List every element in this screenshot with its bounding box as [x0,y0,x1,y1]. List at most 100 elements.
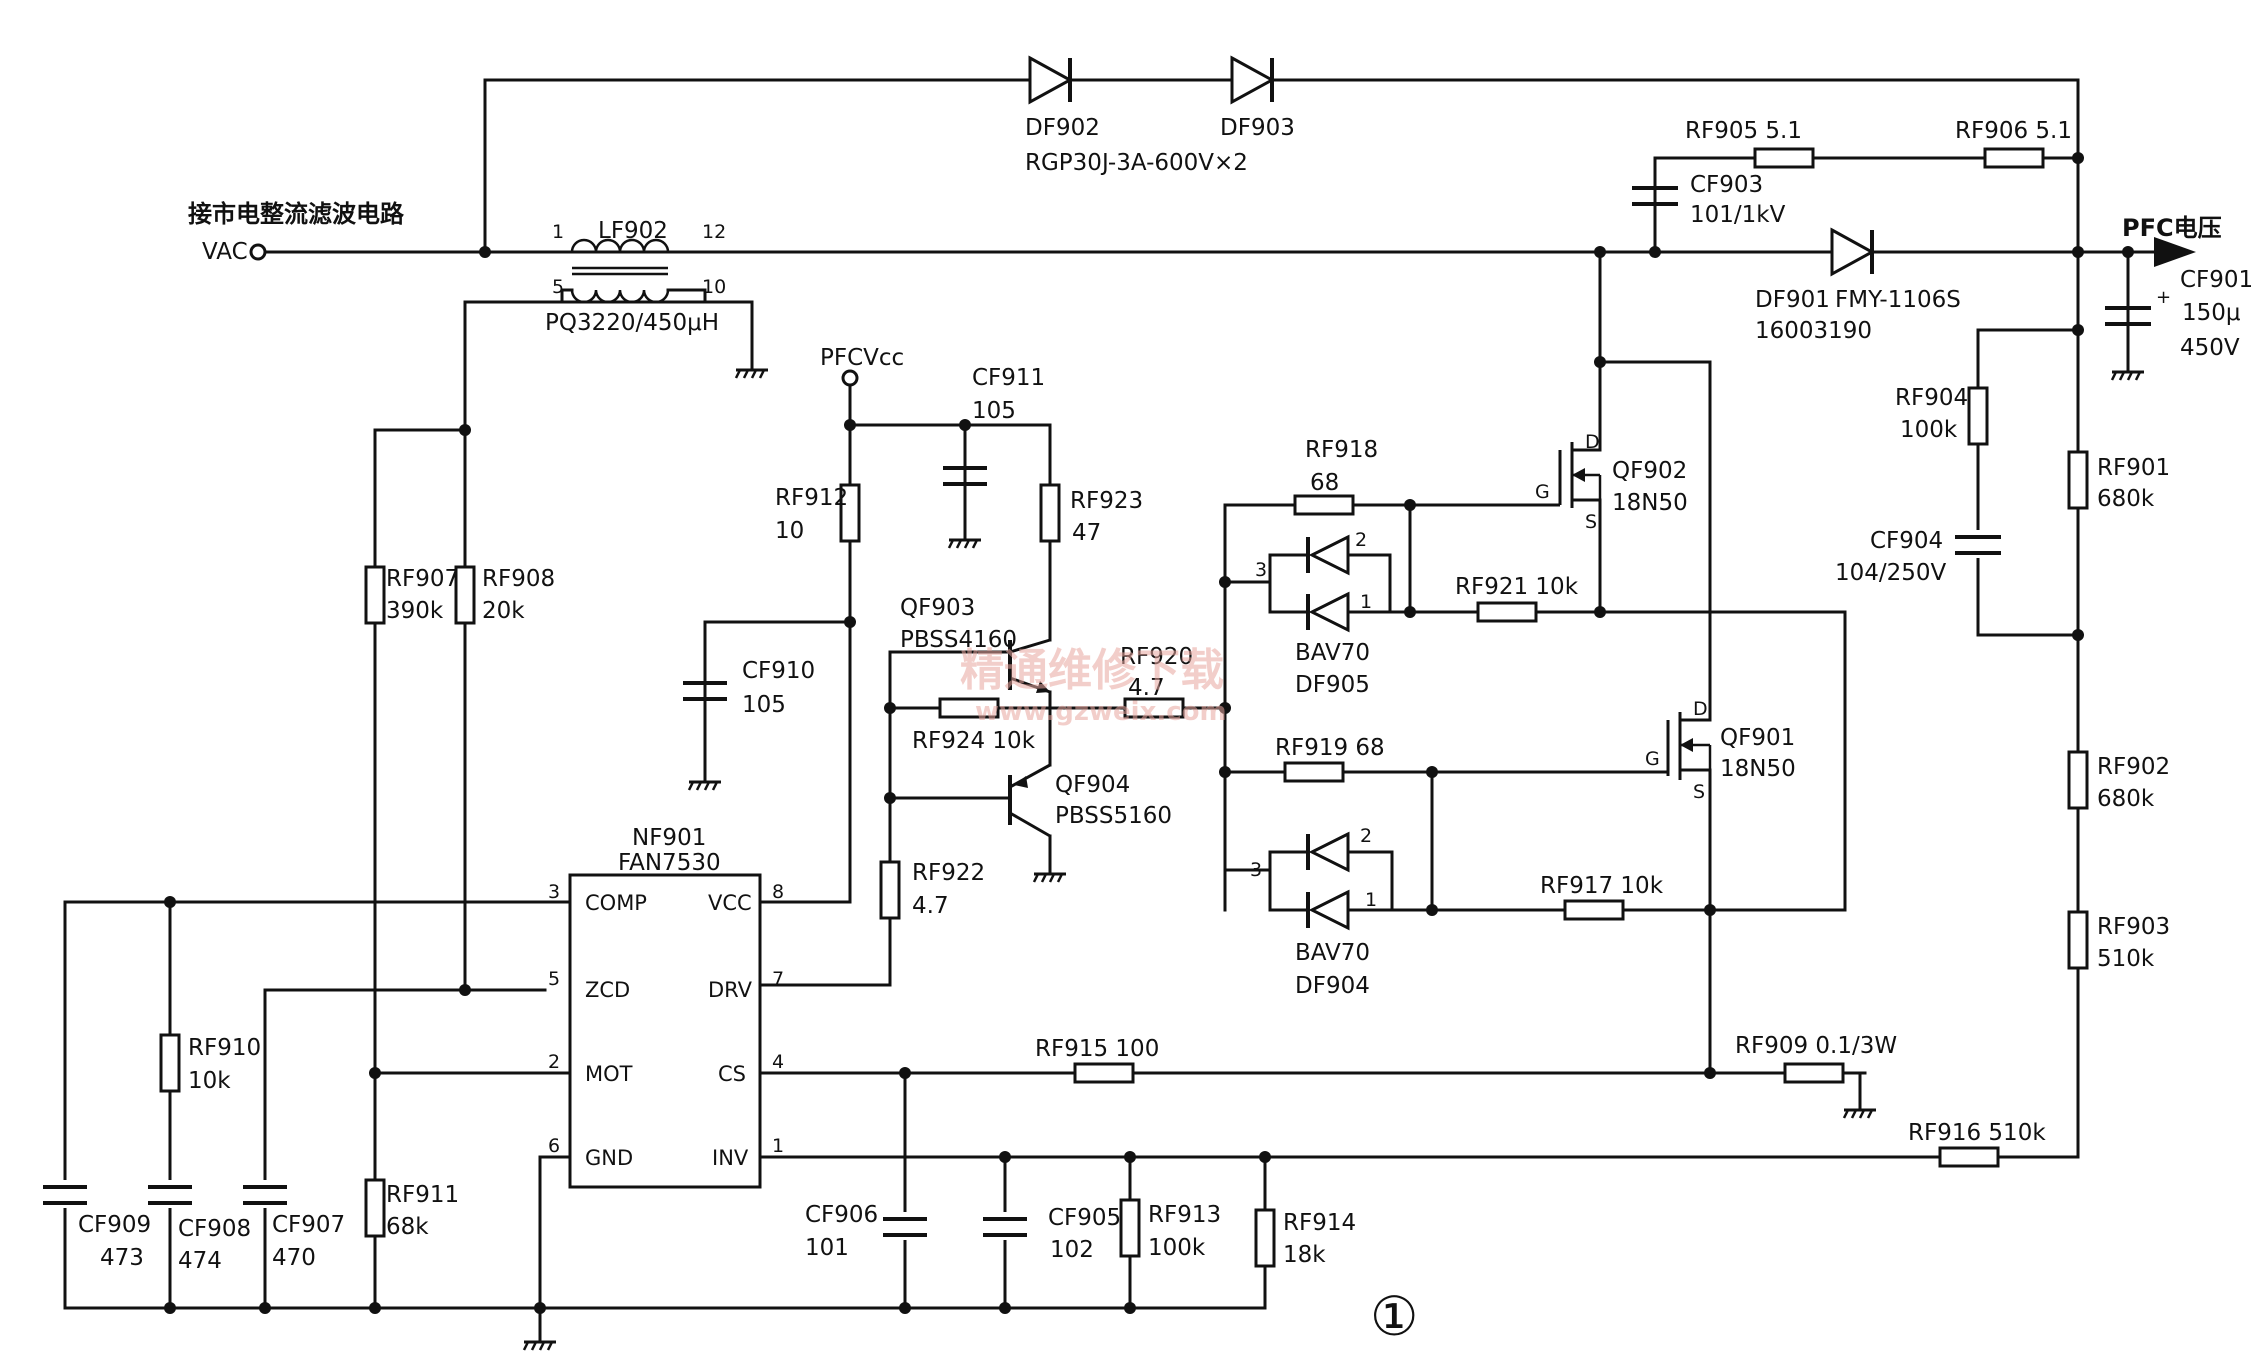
ground-symbol [2110,370,2146,382]
rf902-value: 680k [2097,786,2155,812]
df901-code: 16003190 [1755,318,1872,344]
rf923-value: 47 [1072,520,1101,546]
capacitor-cf905 [983,1212,1027,1240]
rf911-label: RF911 [386,1182,459,1208]
df901-label: DF901 [1755,287,1830,313]
cf906-value: 101 [805,1235,849,1261]
cf907-value: 470 [272,1245,316,1271]
qf902-source-label: S [1585,511,1597,533]
resistor-rf915 [1073,1062,1135,1084]
qf904-label: QF904 [1055,772,1130,798]
diode-df903 [1230,55,1276,105]
resistor-rf921 [1476,601,1538,623]
resistor-rf917 [1563,899,1625,921]
rf909-label: RF909 0.1/3W [1735,1033,1897,1059]
ic-nf901 [568,873,762,1189]
ic-pin-cs: CS [718,1062,746,1086]
ic-pin-number: 8 [772,881,784,903]
df901-part: FMY-1106S [1835,287,1961,313]
rf911-value: 68k [386,1214,429,1240]
junctions [164,152,2134,1314]
ic-pin-number: 1 [772,1135,784,1157]
capacitor-cf906 [883,1212,927,1240]
resistor-rf911 [364,1178,386,1238]
capacitor-cf910 [683,681,727,701]
cf903-value: 101/1kV [1690,202,1786,228]
df905-part: BAV70 [1295,640,1370,666]
ground-symbol [522,1340,558,1352]
capacitor-cf908 [148,1180,192,1208]
resistor-rf923 [1039,483,1061,543]
qf901-label: QF901 [1720,725,1795,751]
rf907-label: RF907 [386,566,459,592]
mains-input-title: 接市电整流滤波电路 [188,200,405,228]
ground-symbol [947,538,983,550]
ic-pin-zcd: ZCD [585,978,630,1002]
inductor-lf902 [560,238,707,304]
rf914-label: RF914 [1283,1210,1356,1236]
ic-ref-label: NF901 [632,825,706,851]
rf916-label: RF916 510k [1908,1120,2046,1146]
df904-pin3: 3 [1250,859,1262,881]
rf921-label: RF921 10k [1455,574,1579,600]
qf901-part: 18N50 [1720,756,1796,782]
resistor-rf903 [2067,910,2089,970]
resistor-rf904 [1967,386,1989,446]
ic-pin-inv: INV [712,1146,749,1170]
df904-pin1: 1 [1365,889,1377,911]
cf910-value: 105 [742,692,786,718]
qf904-part: PBSS5160 [1055,803,1172,829]
qf902-label: QF902 [1612,458,1687,484]
resistor-rf906 [1983,147,2045,169]
rf915-label: RF915 100 [1035,1036,1159,1062]
resistor-rf913 [1119,1198,1141,1258]
ic-pin-number: 4 [772,1051,784,1073]
lf902-pin1: 1 [552,221,564,243]
resistor-rf916 [1938,1146,2000,1168]
cf904-label: CF904 [1870,528,1943,554]
lf902-pin5: 5 [552,276,564,298]
cf905-value: 102 [1050,1237,1094,1263]
rf922-value: 4.7 [912,893,949,919]
transistor-qf904 [1008,763,1051,838]
df905-pin2: 2 [1355,529,1367,551]
ic-pin-gnd: GND [585,1146,633,1170]
rf903-value: 510k [2097,946,2155,972]
ground-symbol [1032,872,1068,884]
mosfet-qf902 [1550,428,1602,510]
rf907-value: 390k [386,598,444,624]
ic-pin-mot: MOT [585,1062,633,1086]
resistor-rf912 [839,483,861,543]
diode-pair-df905 [1223,534,1412,633]
rf919-label: RF919 68 [1275,735,1385,761]
lf902-label: LF902 [598,218,668,244]
df902-label: DF902 [1025,115,1100,141]
capacitor-cf911 [943,466,987,486]
qf902-part: 18N50 [1612,490,1688,516]
rf910-value: 10k [188,1068,231,1094]
df903-label: DF903 [1220,115,1295,141]
rf910-label: RF910 [188,1035,261,1061]
rf901-value: 680k [2097,486,2155,512]
capacitor-cf904 [1955,530,2001,558]
rf903-label: RF903 [2097,914,2170,940]
resistor-rf907 [364,565,386,625]
df905-label: DF905 [1295,672,1370,698]
rf912-label: RF912 [775,485,848,511]
df904-label: DF904 [1295,973,1370,999]
ic-pin-vcc: VCC [708,891,752,915]
diode-df902 [1028,55,1074,105]
rf908-value: 20k [482,598,525,624]
lf902-part: PQ3220/450μH [545,310,719,336]
ic-pin-number: 6 [548,1135,560,1157]
ground-symbol [1842,1108,1878,1120]
ic-pin-drv: DRV [708,978,753,1002]
resistor-rf901 [2067,450,2089,510]
cf909-value: 473 [100,1245,144,1271]
rf914-value: 18k [1283,1242,1326,1268]
resistor-rf918 [1293,494,1355,516]
capacitor-cf903 [1632,186,1678,206]
watermark-text: 精通维修下载 [960,645,1224,696]
ic-pin-number: 2 [548,1051,560,1073]
mosfet-qf901 [1655,712,1712,802]
